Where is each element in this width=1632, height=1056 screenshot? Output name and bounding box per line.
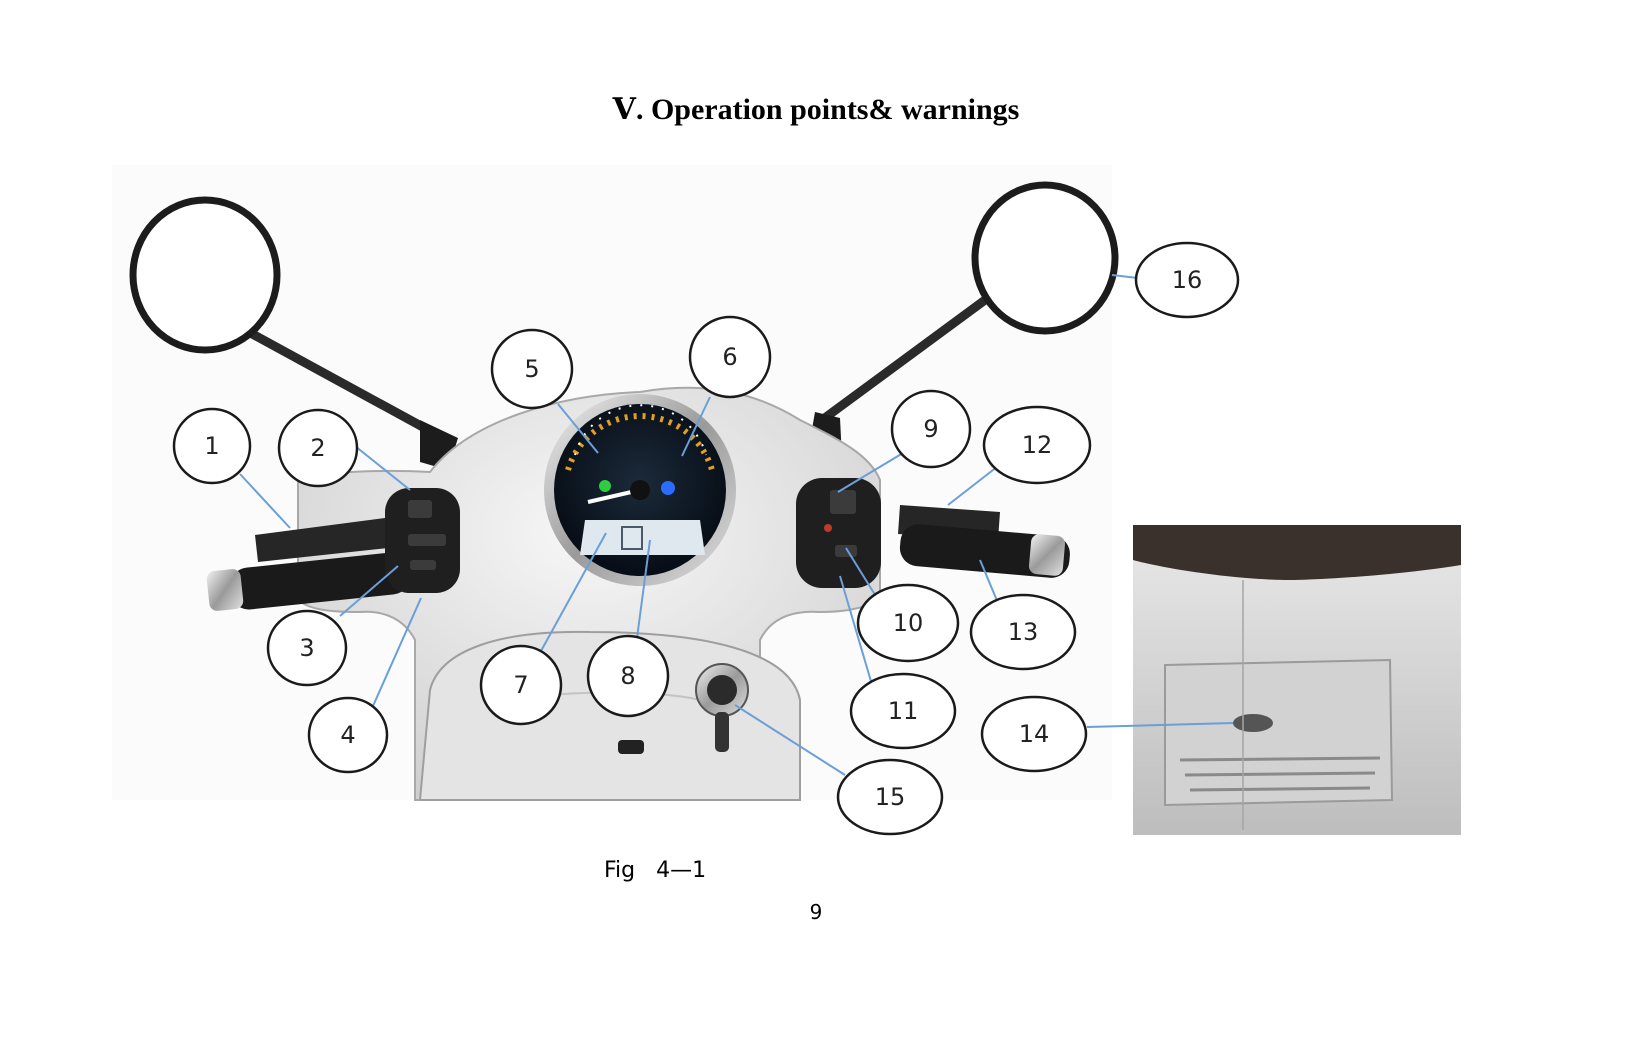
callout-10-label: 10 <box>893 609 924 637</box>
callout-12-label: 12 <box>1022 431 1053 459</box>
callout-8-label: 8 <box>620 662 635 690</box>
callouts <box>172 241 1240 836</box>
right-switch-housing <box>796 478 881 588</box>
section-title: Ⅴ. Operation points& warnings <box>612 93 1020 126</box>
callout-2-circle <box>277 408 359 488</box>
callout-11-circle <box>849 672 957 750</box>
hook <box>618 740 644 754</box>
right-grip <box>898 505 1070 578</box>
left-switch-housing <box>385 488 460 593</box>
leader-lines <box>239 274 1234 776</box>
callout-5-label: 5 <box>524 355 539 383</box>
callout-13-label: 13 <box>1008 618 1039 646</box>
callout-16-circle <box>1134 241 1240 319</box>
callout-7-label: 7 <box>513 671 528 699</box>
callout-8-circle <box>586 634 670 718</box>
callout-4-circle <box>307 696 389 774</box>
ignition-switch <box>695 663 749 752</box>
callout-1-label: 1 <box>204 432 219 460</box>
callout-14-circle <box>980 695 1088 773</box>
callout-1-circle <box>172 407 252 485</box>
callout-15-circle <box>836 758 944 836</box>
callout-16-label: 16 <box>1172 266 1203 294</box>
callout-4-label: 4 <box>340 721 355 749</box>
callout-6-circle <box>688 315 772 399</box>
callout-5-circle <box>490 328 574 410</box>
callout-9-label: 9 <box>923 415 938 443</box>
callout-7-circle <box>479 644 563 726</box>
callout-9-circle <box>890 389 972 469</box>
callout-11-label: 11 <box>888 697 919 725</box>
callout-3-circle <box>266 609 348 687</box>
callout-2-label: 2 <box>310 434 325 462</box>
callout-13-circle <box>969 593 1077 671</box>
page-number: 9 <box>809 900 823 924</box>
seat-storage-inset <box>1133 525 1461 835</box>
figure-caption: Fig 4—1 <box>604 858 707 883</box>
callout-10-circle <box>856 583 960 663</box>
instrument-cluster <box>544 394 736 586</box>
callout-15-label: 15 <box>875 783 906 811</box>
callout-6-label: 6 <box>722 343 737 371</box>
callout-3-label: 3 <box>299 634 314 662</box>
callout-14-label: 14 <box>1019 720 1050 748</box>
callout-12-circle <box>982 405 1092 485</box>
